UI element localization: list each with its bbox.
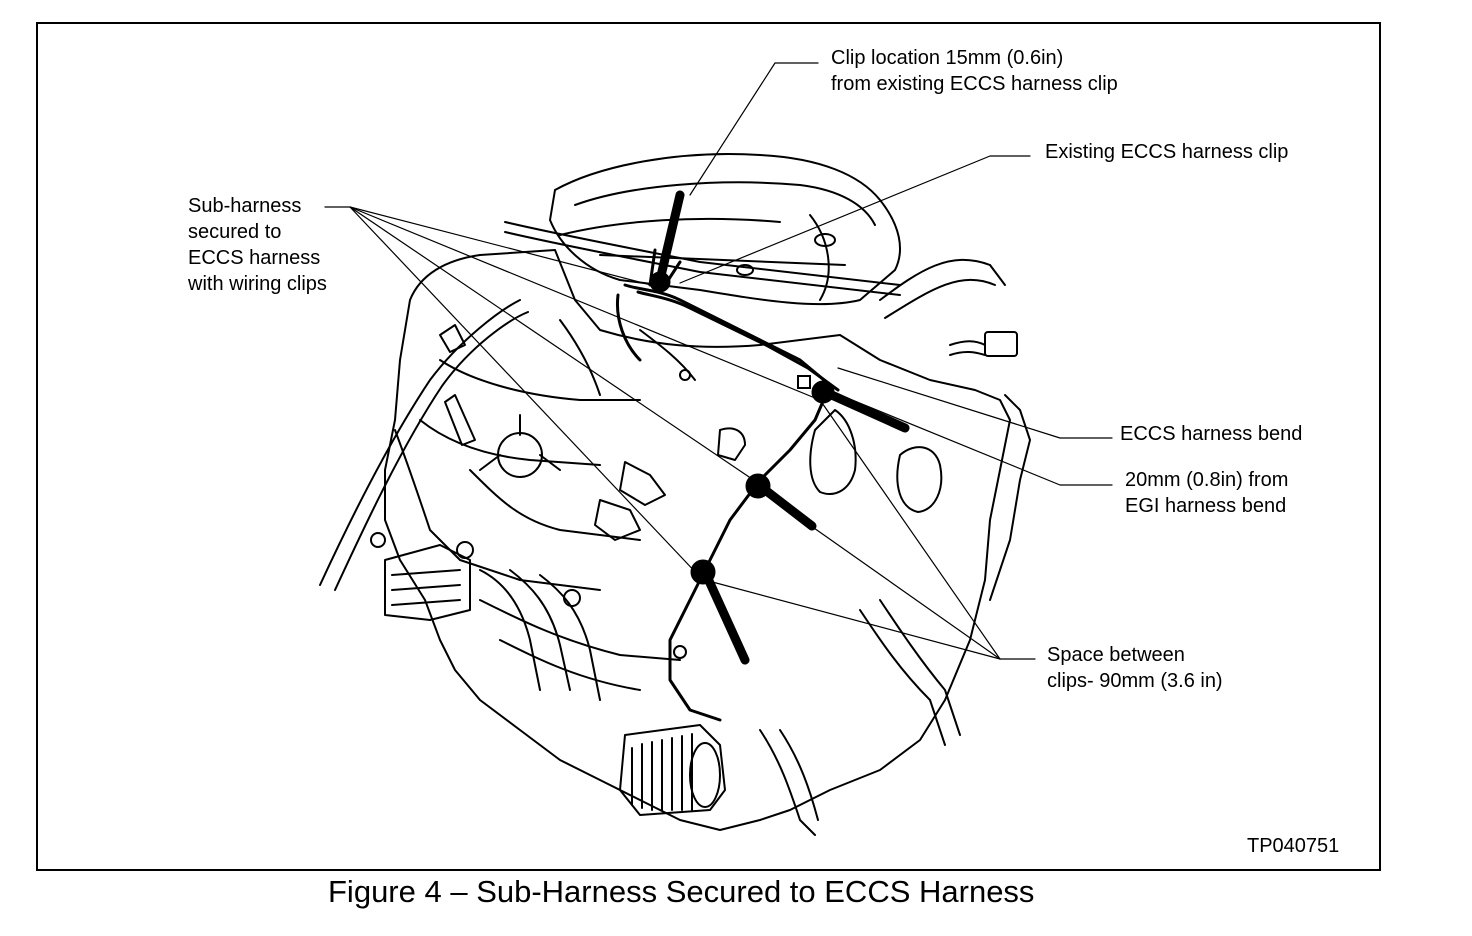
harness-clip-square [797, 375, 811, 389]
callout-harness-bend: ECCS harness bend [1120, 423, 1303, 445]
coolant-hoses [759, 394, 1031, 836]
clip-arrow-lower [700, 567, 750, 665]
engine-block [370, 249, 1011, 831]
clip-arrow-top [655, 190, 685, 285]
callout-clip-spacing: Space between clips- 90mm (3.6 in) [1047, 644, 1223, 692]
callout-egi-bend: 20mm (0.8in) from EGI harness bend [1125, 469, 1289, 517]
clip-arrow-bend [820, 387, 910, 433]
intake-plenum [549, 153, 901, 306]
alternator [619, 724, 726, 816]
eccs-harness [615, 248, 840, 722]
figure-frame [36, 22, 1381, 871]
lower-runners [384, 544, 601, 701]
callout-sub-harness: Sub-harness secured to ECCS harness with… [188, 195, 327, 295]
callout-existing-clip: Existing ECCS harness clip [1045, 141, 1289, 163]
leader-lines [324, 62, 1113, 660]
upper-hoses [504, 221, 1018, 357]
clip-arrows [649, 190, 910, 665]
coil-boots [439, 324, 943, 541]
figure-caption: Figure 4 – Sub-Harness Secured to ECCS H… [328, 874, 1035, 909]
figure-id: TP040751 [1247, 835, 1340, 857]
clip-arrow-middle [755, 481, 817, 531]
callout-clip-location: Clip location 15mm (0.6in) from existing… [831, 47, 1118, 95]
left-tube [319, 299, 529, 591]
